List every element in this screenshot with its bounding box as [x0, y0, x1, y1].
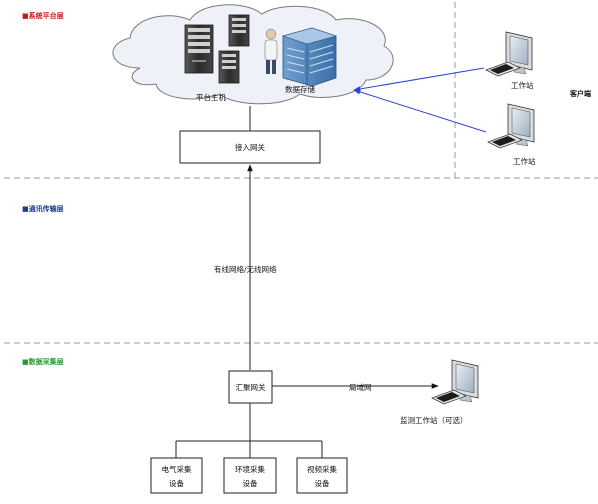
data-storage-label: 数据存储	[285, 84, 315, 94]
operator-person-icon	[264, 28, 278, 74]
workstation-1-to-cloud-arrow	[353, 67, 485, 92]
aggregation-gateway-label: 汇聚网关	[236, 382, 266, 392]
platform-host-servers-icon	[184, 14, 250, 84]
layer-label-client: 客户端	[569, 89, 591, 98]
layer-label-transport: ■通讯传输层	[22, 204, 64, 213]
video-device-box	[296, 457, 348, 494]
storage-cabinet-icon	[281, 27, 338, 87]
electrical-device-label-line2: 设备	[169, 478, 184, 488]
video-device-label-line2: 设备	[315, 478, 330, 488]
wired-wireless-link-label: 有线网络/无线网络	[214, 264, 277, 274]
monitor-station-label: 监测工作站（可选）	[400, 415, 468, 425]
workstation-icon	[431, 359, 479, 405]
electrical-device-label-line1: 电气采集	[162, 464, 192, 474]
platform-host-label: 平台主机	[196, 92, 226, 102]
layer-label-platform: ■系统平台层	[22, 11, 64, 20]
environment-device-label-line1: 环境采集	[235, 464, 265, 474]
device-connectors	[175, 403, 323, 458]
workstation-2-to-cloud-arrow	[353, 89, 487, 133]
lan-link-label: 局域网	[349, 382, 372, 392]
workstation-icon	[485, 31, 533, 77]
aggregation-gateway-box	[228, 370, 273, 404]
electrical-device-box	[150, 457, 203, 494]
workstation-2-label: 工作站	[513, 156, 536, 166]
server-tower-icon	[218, 50, 240, 84]
workstation-icon	[487, 103, 535, 149]
environment-device-label-line2: 设备	[243, 478, 258, 488]
server-tower-icon	[228, 14, 250, 47]
layer-separators	[4, 2, 598, 344]
data-storage-icon	[264, 27, 338, 87]
environment-device-box	[223, 457, 277, 494]
platform-cloud	[112, 4, 394, 105]
server-tower-icon	[184, 24, 214, 74]
video-device-label-line1: 视频采集	[307, 464, 337, 474]
workstation-1-label: 工作站	[511, 80, 534, 90]
access-gateway-label: 接入网关	[235, 142, 265, 152]
layer-label-acquisition: ■数据采集层	[22, 357, 64, 366]
